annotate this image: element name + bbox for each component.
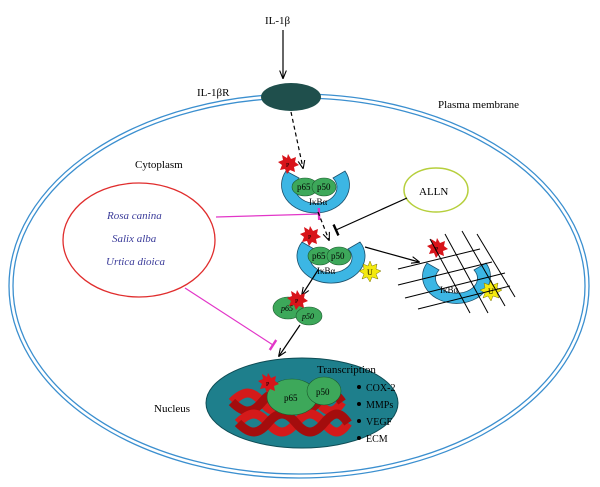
herb-rosa-canina: Rosa canina (106, 210, 162, 222)
cross-out-lines (397, 230, 516, 314)
translocation-arrow (279, 324, 301, 356)
herb-inhibition-translocation (184, 287, 278, 351)
transcription-label: Transcription (317, 364, 376, 376)
cytoplasm-label: Cytoplasm (135, 159, 183, 171)
receptor-label: IL-1βR (197, 87, 230, 99)
degraded-ikba: IκBα P U (397, 230, 516, 314)
phospho-label: P (435, 247, 439, 253)
target-gene: VEGF (366, 417, 393, 428)
target-gene-list: COX-2 MMPs VEGF ECM (357, 383, 395, 445)
free-nfkb: p65 p50 P (272, 290, 323, 326)
p65-label: p65 (312, 251, 326, 261)
p50-subunit (295, 306, 323, 326)
phospho-badge (300, 226, 321, 246)
alln-label: ALLN (419, 186, 448, 198)
phospho-label: P (308, 235, 312, 241)
ikba-shape (296, 241, 366, 284)
p65-label: p65 (280, 304, 293, 313)
phosphorylation-arrow-dashed (317, 211, 329, 240)
herb-urtica-dioica: Urtica dioica (106, 256, 165, 268)
phospho-badge (287, 290, 308, 310)
ubiquitin-label: U (488, 287, 494, 296)
p65-label: p65 (297, 182, 311, 192)
ikba-label: IκBα (440, 285, 459, 295)
plasma-membrane-label: Plasma membrane (438, 99, 519, 111)
p50-label: p50 (317, 182, 331, 192)
phospho-label: P (295, 299, 299, 305)
herbal-extracts (62, 182, 216, 298)
phospho-badge (278, 154, 299, 174)
nucleus-label: Nucleus (154, 403, 190, 415)
ubiquitin-badge (358, 260, 382, 283)
release-arrow (302, 269, 319, 295)
p50-subunit (306, 376, 342, 406)
ikba-shape (422, 262, 491, 304)
ligand-label: IL-1β (265, 15, 291, 27)
phospho-label: P (266, 382, 270, 388)
ubiquitin-label: U (367, 268, 373, 277)
target-gene: ECM (366, 434, 388, 445)
phospho-badge (258, 373, 279, 393)
degradation-arrow (364, 246, 419, 262)
phospho-label: P (286, 163, 290, 169)
signal-arrow-dashed (290, 111, 303, 168)
p50-label: p50 (316, 387, 330, 397)
ikba-shape (281, 170, 350, 214)
p50-subunit (311, 177, 337, 197)
herb-salix-alba: Salix alba (112, 233, 157, 245)
p50-subunit (326, 246, 352, 266)
p50-label: p50 (301, 312, 314, 321)
p50-label: p50 (331, 251, 345, 261)
herb-inhibition-degradation (215, 207, 321, 221)
ikba-complex-1: p65 p50 IκBα P (278, 154, 350, 214)
alln-inhibitor (403, 167, 469, 213)
ikba-label: IκBα (317, 266, 336, 276)
receptor (261, 83, 321, 111)
nuclear-nfkb: p65 p50 P (258, 373, 342, 416)
target-gene: MMPs (366, 400, 393, 411)
target-gene: COX-2 (366, 383, 395, 394)
alln-inhibition-line (332, 197, 408, 236)
p65-label: p65 (284, 393, 298, 403)
ikba-complex-2: p65 p50 IκBα P U (296, 226, 382, 284)
ikba-label: IκBα (309, 197, 328, 207)
